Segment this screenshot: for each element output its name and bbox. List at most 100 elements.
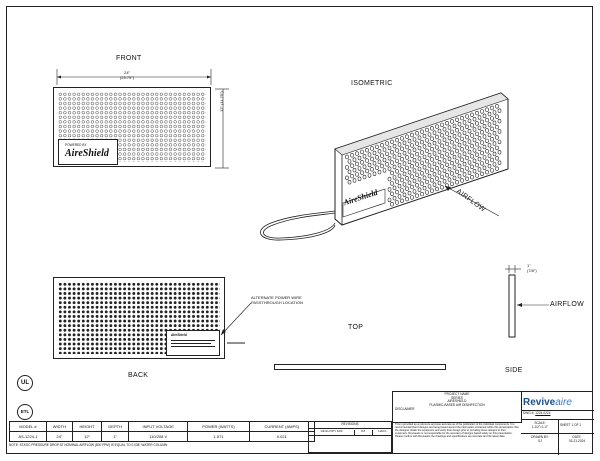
isometric-hole [455,117,459,122]
company-logo: Reviveaire [523,397,572,408]
isometric-hole [445,121,449,126]
spec-cell: 0.021 [248,431,316,442]
isometric-hole [405,186,409,191]
isometric-hole [442,158,447,163]
isometric-hole [345,165,349,170]
isometric-hole [462,161,467,167]
front-logo-text: AireShield [65,148,109,159]
alt-power-callout: ALTERNATE POWER WIRE PASSTHROUGH LOCATIO… [251,295,303,305]
isometric-hole [465,134,469,140]
isometric-hole [440,122,444,128]
isometric-hole [440,164,444,169]
isometric-hole [485,138,489,144]
isometric-hole [485,128,489,133]
isometric-hole [427,152,432,158]
spec-header: DEPTH [101,421,130,432]
back-wire-callout [220,302,252,344]
isometric-hole [460,136,464,142]
isometric-hole [360,170,364,175]
isometric-hole [470,122,474,128]
isometric-hole [390,201,394,207]
isometric-hole [395,137,399,143]
isometric-hole [485,169,489,175]
isometric-hole [345,154,349,160]
isometric-hole [402,140,407,145]
isometric-hole [385,141,389,146]
isometric-hole [405,155,409,160]
revisions-block: REVISIONS DESCRIPTION BY DATE [308,421,392,453]
isometric-hole [470,154,474,159]
front-logo-plate: POWERED BY AireShield [58,139,118,165]
isometric-hole [492,110,497,115]
isometric-hole [410,195,414,200]
isometric-hole [490,105,494,111]
disclaimer-text: This is provided as a reference and was … [395,423,519,438]
drawing-sheet: FRONT 24" (23.75") 12" (11.75") POWERED … [6,6,594,455]
isometric-hole [372,161,377,166]
isometric-hole [462,172,467,177]
isometric-hole [350,153,354,158]
isometric-hole [395,169,399,174]
isometric-hole [395,179,399,184]
isometric-hole [390,160,394,165]
isometric-hole [487,143,492,148]
isometric-hole [362,164,367,169]
isometric-hole [467,128,472,134]
spec-cell: 24" [45,431,73,442]
revisions-title: REVISIONS [341,422,359,426]
isometric-hole [412,137,417,142]
isometric-hole [495,104,499,109]
isometric-hole [485,159,489,164]
isometric-hole [490,116,494,121]
isometric-hole [465,166,469,171]
isometric-hole [455,127,459,133]
isometric-hole [420,160,424,166]
disclaimer-label: DISCLAIMER [395,407,415,412]
isometric-hole [412,168,417,173]
isometric-hole [392,175,397,180]
isometric-hole [472,168,477,174]
isometric-hole [460,115,464,121]
isometric-hole [462,141,467,146]
isometric-hole [422,175,427,180]
isometric-hole [470,174,474,180]
side-depth-dim: 1" (7/8") [527,263,537,273]
isometric-hole [417,187,422,192]
isometric-hole [352,167,357,173]
isometric-hole [442,137,447,142]
isometric-hole [422,185,427,191]
spec-header: MODEL # [9,421,47,432]
isometric-hole [387,187,392,192]
isometric-hole [460,147,464,152]
isometric-hole [445,152,449,157]
isometric-hole [415,193,419,198]
isometric-hole [475,110,479,116]
side-view-label: SIDE [505,367,523,374]
isometric-hole [427,184,432,189]
isometric-hole [417,156,422,161]
isometric-hole [495,166,499,171]
isometric-hole [475,121,479,126]
spec-table: MODEL # WIDTH HEIGHT DEPTH INPUT VOLTAGE… [9,421,316,442]
isometric-hole [400,136,404,141]
isometric-hole [447,156,452,162]
isometric-hole [440,153,444,159]
isometric-hole [395,189,399,195]
isometric-hole [455,148,459,154]
isometric-hole [382,168,387,173]
isometric-hole [435,165,439,171]
front-height-dim: 12" (11.75") [219,91,224,112]
top-view-label: TOP [348,324,364,331]
isometric-hole [447,177,452,182]
isometric-hole [372,171,377,177]
isometric-hole [417,145,422,151]
isometric-hole [487,111,492,117]
isometric-hole [422,165,427,170]
isometric-hole [417,177,422,182]
series-value: AIRESHIELD [447,399,467,404]
isometric-hole [497,160,502,165]
isometric-hole [465,145,469,150]
isometric-hole [437,139,442,144]
isometric-hole [460,126,464,131]
isometric-hole [350,163,354,168]
